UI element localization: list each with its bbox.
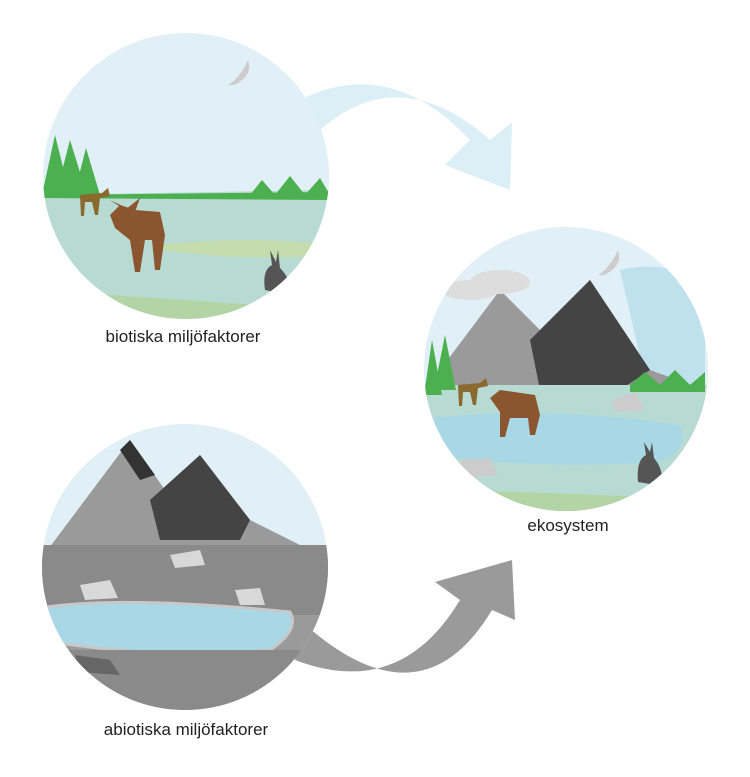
biotic-arrow <box>300 84 512 190</box>
bird-icon <box>228 60 250 86</box>
biotic-scene <box>43 33 329 319</box>
ecosystem-hare-icon <box>637 442 663 486</box>
abiotic-scene <box>42 424 328 710</box>
ecosystem-trees-icon <box>424 335 705 395</box>
moose-icon <box>110 198 165 272</box>
abiotic-arrow <box>295 560 515 673</box>
ecosystem-scene <box>424 227 708 511</box>
trees-icon <box>43 135 329 198</box>
small-moose-icon <box>80 188 110 216</box>
ecosystem-label: ekosystem <box>527 516 609 535</box>
biotic-label: biotiska miljöfaktorer <box>105 327 261 346</box>
ecosystem-small-moose-icon <box>458 378 488 406</box>
abiotic-label: abiotiska miljöfaktorer <box>103 720 269 739</box>
cloud-icon <box>442 270 530 300</box>
ecosystem-bird-icon <box>598 250 620 276</box>
ecosystem-moose-icon <box>490 390 540 437</box>
